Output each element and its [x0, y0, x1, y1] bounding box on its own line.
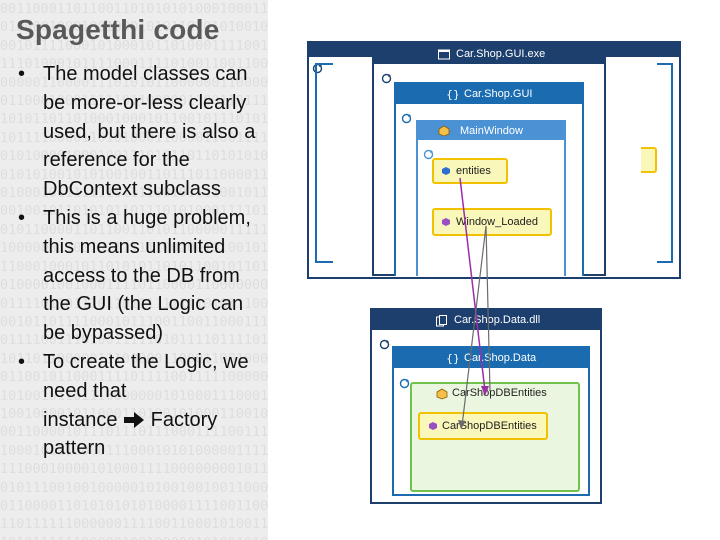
refresh-icon[interactable] [401, 111, 412, 124]
window-loaded-label: Window_Loaded [456, 216, 538, 228]
gui-assembly-box[interactable]: Car.Shop.GUI.exe {} Car.Shop.GUI MainWin… [372, 42, 606, 276]
bullet-instance-word: instance [43, 408, 118, 431]
main-window-label: MainWindow [460, 125, 523, 137]
dependency-arrow [459, 177, 486, 392]
arrowhead-icon [458, 420, 466, 429]
db-entities-ctor-label: CarShopDBEntities [442, 420, 537, 432]
right-arrow-icon [123, 406, 145, 435]
dependency-arrows [458, 177, 491, 429]
db-entities-class-label: CarShopDBEntities [452, 387, 547, 399]
method-icon [441, 217, 451, 230]
refresh-icon[interactable] [381, 71, 392, 84]
main-window-header: MainWindow [418, 122, 564, 140]
assembly-icon [436, 314, 448, 327]
gui-namespace-header: {} Car.Shop.GUI [396, 84, 582, 104]
class-icon [436, 387, 448, 405]
dependency-arrow [485, 225, 491, 392]
gui-assembly-label: Car.Shop.GUI.exe [456, 48, 546, 60]
entities-field-node[interactable]: entities [432, 158, 508, 184]
refresh-icon[interactable] [423, 147, 434, 160]
refresh-icon[interactable] [379, 337, 390, 350]
gui-namespace-box[interactable]: {} Car.Shop.GUI MainWindow entities Wind… [394, 82, 584, 276]
class-icon [438, 125, 450, 137]
svg-text:{}: {} [446, 88, 458, 100]
window-loaded-method-node[interactable]: Window_Loaded [432, 208, 552, 236]
field-icon [441, 166, 451, 179]
method-icon [428, 421, 438, 434]
svg-text:{}: {} [446, 352, 458, 364]
bullet-list: The model classes can be more-or-less cl… [16, 60, 266, 463]
db-entities-class-box[interactable]: CarShopDBEntities CarShopDBEntities [410, 382, 580, 492]
text-panel: 0011000110110011010101010001000111 01000… [0, 0, 268, 540]
db-entities-ctor-node[interactable]: CarShopDBEntities [418, 412, 548, 440]
refresh-icon[interactable] [399, 376, 410, 389]
gui-assembly-header: Car.Shop.GUI.exe [374, 44, 604, 64]
bullet-item: This is a huge problem, this means unlim… [16, 204, 266, 348]
assembly-icon [438, 48, 450, 60]
namespace-icon: {} [446, 87, 460, 101]
dependency-diagram: Car.Shop.GUI.exe {} Car.Shop.GUI MainWin… [300, 36, 720, 540]
data-namespace-box[interactable]: {} Car.Shop.Data CarShopDBEntities CarSh… [392, 346, 590, 496]
bullet-factory-text: Factory pattern [43, 408, 218, 460]
dependency-arrow [461, 225, 487, 427]
bullet-item: To create the Logic, we need that instanc… [16, 348, 266, 463]
slide-title: Spagetthi code [16, 14, 220, 45]
main-window-class-box[interactable]: MainWindow entities Window_Loaded [416, 120, 566, 276]
arrowhead-icon [481, 386, 489, 396]
namespace-icon: {} [446, 351, 460, 365]
bullet-text: To create the Logic, we need that [43, 350, 249, 402]
entities-field-label: entities [456, 165, 491, 177]
gui-namespace-label: Car.Shop.GUI [464, 88, 533, 100]
db-entities-header: CarShopDBEntities [412, 384, 578, 402]
data-assembly-box[interactable]: Car.Shop.Data.dll {} Car.Shop.Data CarSh… [370, 308, 602, 504]
bullet-item: The model classes can be more-or-less cl… [16, 60, 266, 204]
